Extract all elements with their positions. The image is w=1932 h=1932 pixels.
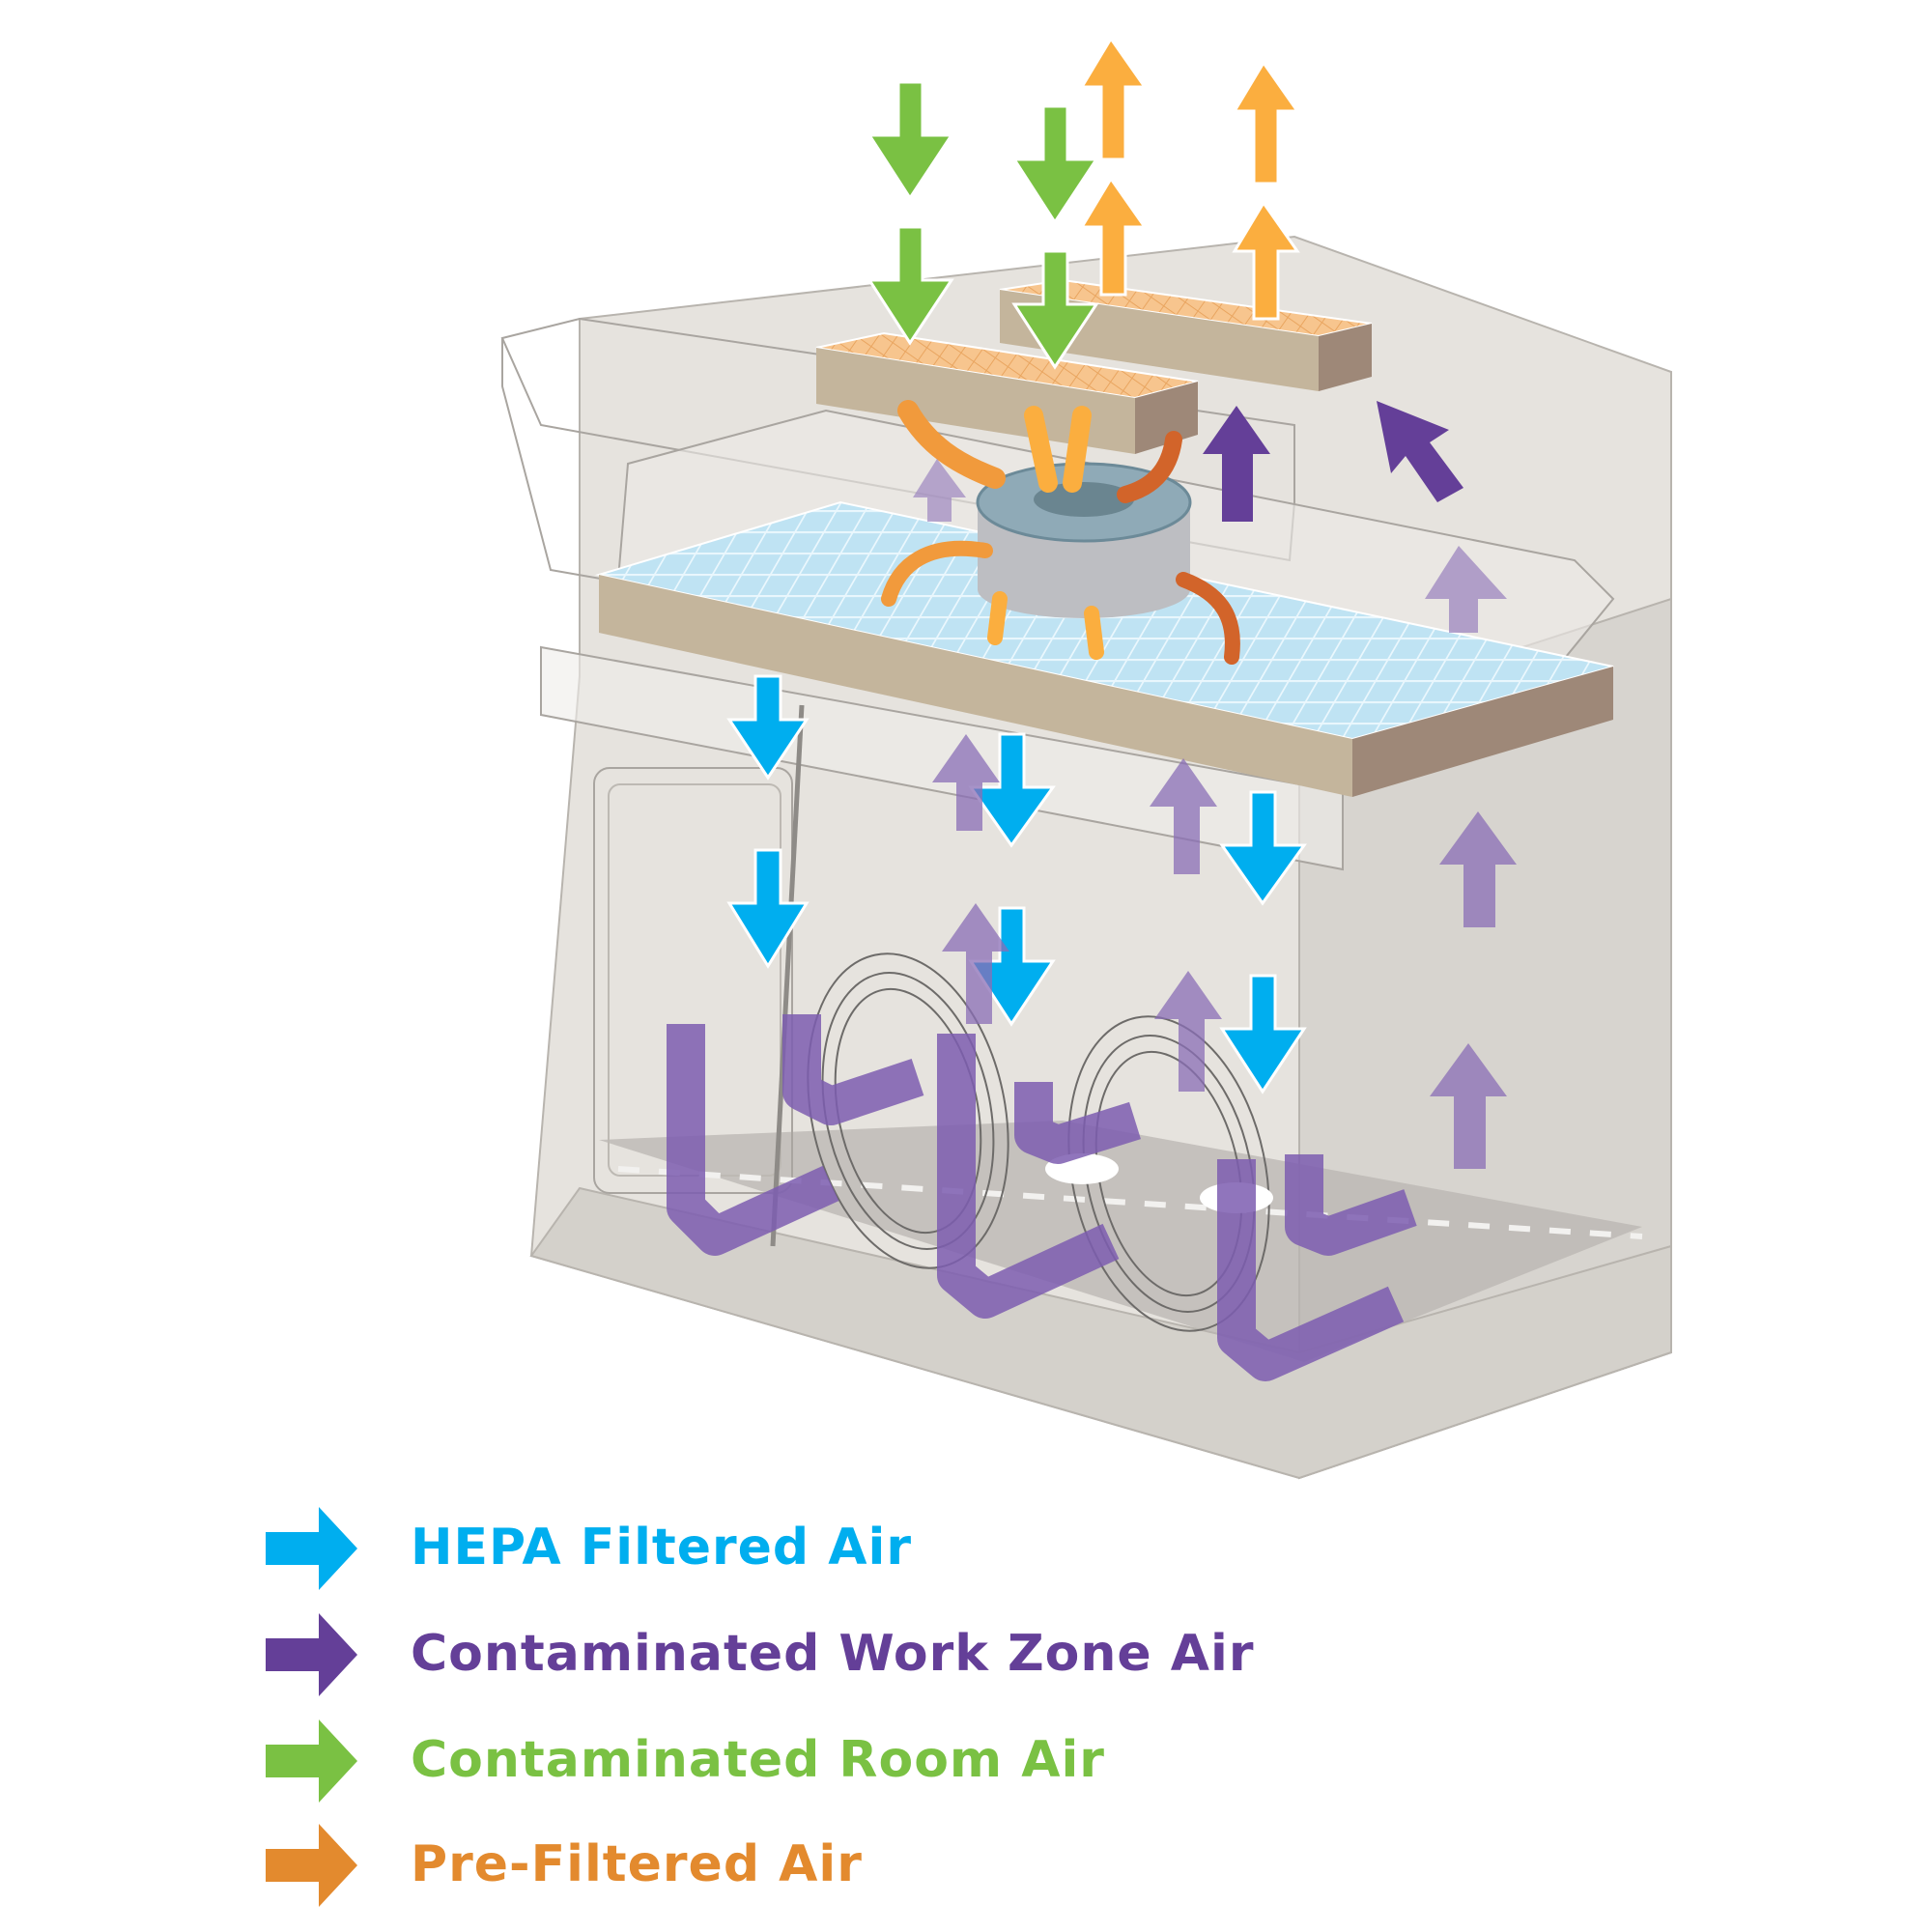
arrow-right-icon <box>266 1824 357 1907</box>
legend-item-room: Contaminated Room Air <box>266 1719 1328 1806</box>
legend-label-pre-filtered: Pre-Filtered Air <box>411 1835 863 1893</box>
hepa-supply-filter <box>595 500 1614 797</box>
arrow-right-icon <box>266 1507 357 1590</box>
exhaust-air-arrows <box>1079 36 1300 321</box>
arrow-right-icon <box>266 1613 357 1696</box>
hepa-air-arrows <box>726 674 1307 1094</box>
pre-filtered-air-arrows <box>881 400 1240 665</box>
legend-label-hepa: HEPA Filtered Air <box>411 1519 912 1577</box>
legend-label-room: Contaminated Room Air <box>411 1731 1105 1789</box>
airflow-diagram <box>500 36 1672 1480</box>
work-zone-floor-flows <box>667 1014 1417 1381</box>
arrow-right-icon <box>266 1719 357 1803</box>
pre-filter-left <box>815 331 1199 454</box>
legend-item-pre-filtered: Pre-Filtered Air <box>266 1824 1328 1911</box>
work-zone-exhaust-arrows <box>913 401 1507 633</box>
work-zone-air-arrows <box>932 734 1517 1169</box>
legend-label-work-zone: Contaminated Work Zone Air <box>411 1625 1255 1683</box>
legend-item-work-zone: Contaminated Work Zone Air <box>266 1613 1328 1700</box>
legend-item-hepa: HEPA Filtered Air <box>266 1507 1328 1594</box>
room-air-arrows <box>867 80 1099 370</box>
